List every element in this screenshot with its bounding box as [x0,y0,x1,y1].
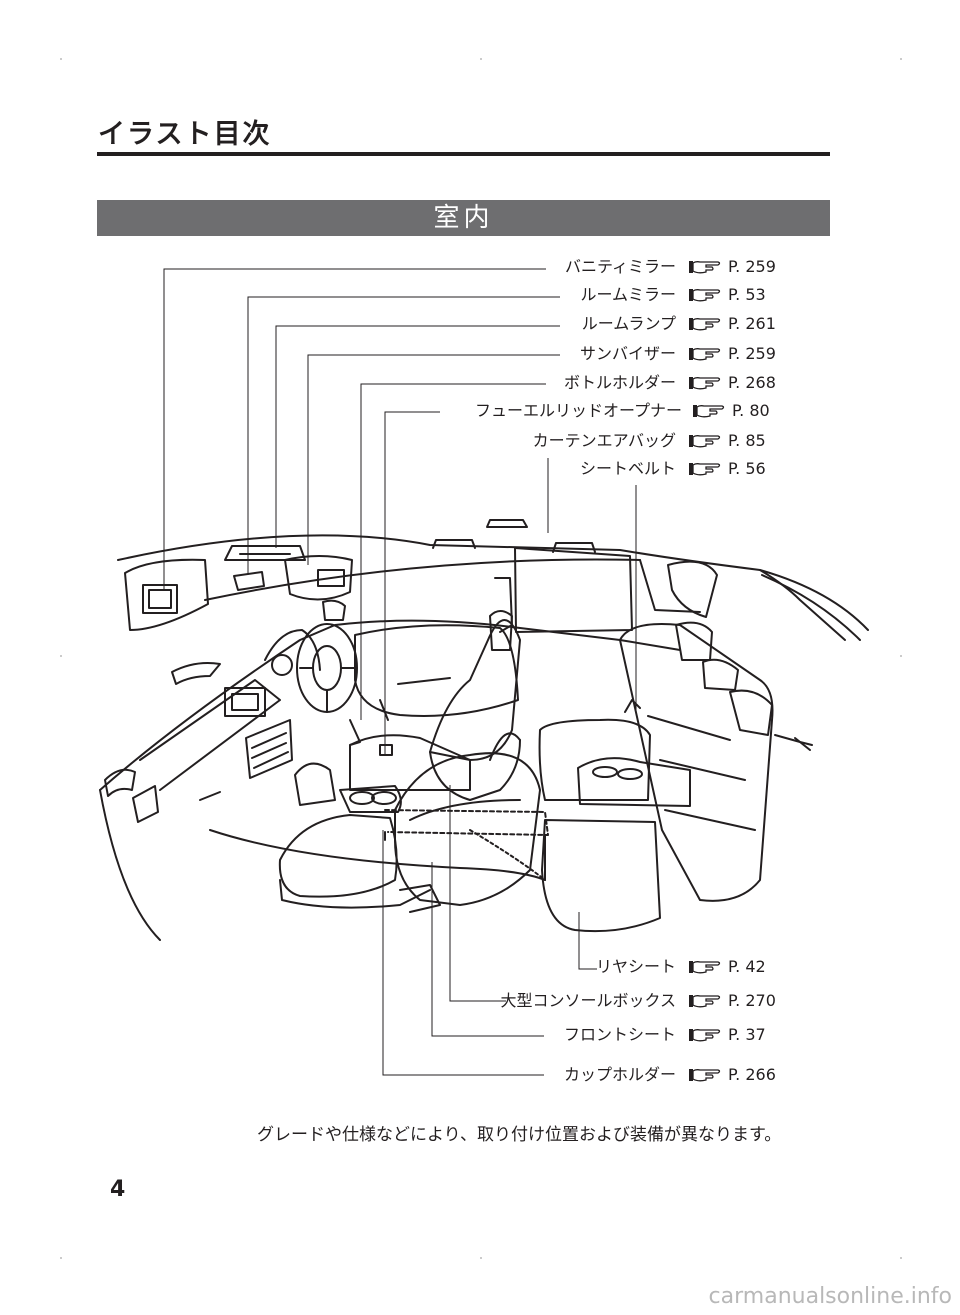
ref-room-mirror[interactable]: P. 53 [688,286,766,304]
page-ref: P. 259 [728,344,776,363]
label-room-lamp: ルームランプ [581,314,676,333]
page-ref: P. 53 [728,285,766,304]
title-rule [97,152,830,156]
page-ref: P. 42 [728,957,766,976]
page-ref: P. 266 [728,1065,776,1084]
page-ref: P. 259 [728,257,776,276]
ref-fuel-lid-opener[interactable]: P. 80 [692,402,770,420]
page-ref: P. 37 [728,1025,766,1044]
label-rear-seat: リヤシート [595,957,676,976]
label-bottle-holder: ボトルホルダー [563,373,676,392]
page-ref: P. 80 [732,401,770,420]
ref-large-console-box[interactable]: P. 270 [688,992,776,1010]
label-vanity-mirror: バニティミラー [564,257,676,276]
equipment-note: グレードや仕様などにより、取り付け位置および装備が異なります。 [257,1125,782,1145]
label-sunvisor: サンバイザー [579,344,676,363]
pointing-hand-icon [689,289,721,302]
page-ref: P. 85 [728,431,766,450]
ref-cup-holder[interactable]: P. 266 [688,1066,776,1084]
pointing-hand-icon [689,1069,721,1082]
label-room-mirror: ルームミラー [580,285,676,304]
crop-mark [60,58,62,60]
crop-mark [60,655,62,657]
page-number: 4 [110,1177,126,1202]
ref-curtain-airbag[interactable]: P. 85 [688,432,766,450]
label-seat-belt: シートベルト [579,459,676,478]
ref-front-seat[interactable]: P. 37 [688,1026,766,1044]
ref-bottle-holder[interactable]: P. 268 [688,374,776,392]
label-front-seat: フロントシート [563,1025,676,1044]
pointing-hand-icon [689,995,721,1008]
label-large-console-box: 大型コンソールボックス [500,991,676,1010]
page-ref: P. 56 [728,459,766,478]
ref-seat-belt[interactable]: P. 56 [688,460,766,478]
pointing-hand-icon [689,1029,721,1042]
pointing-hand-icon [689,318,721,331]
ref-sunvisor[interactable]: P. 259 [688,345,776,363]
page-ref: P. 261 [728,314,776,333]
label-curtain-airbag: カーテンエアバッグ [532,431,676,450]
crop-mark [480,58,482,60]
watermark: carmanualsonline.info [708,1284,952,1309]
pointing-hand-icon [689,435,721,448]
page-ref: P. 268 [728,373,776,392]
crop-mark [900,1257,902,1259]
page-ref: P. 270 [728,991,776,1010]
pointing-hand-icon [689,463,721,476]
crop-mark [60,1257,62,1259]
crop-mark [480,1257,482,1259]
ref-vanity-mirror[interactable]: P. 259 [688,258,776,276]
page-title: イラスト目次 [98,119,272,150]
pointing-hand-icon [689,261,721,274]
label-cup-holder: カップホルダー [563,1065,676,1084]
pointing-hand-icon [689,348,721,361]
ref-rear-seat[interactable]: P. 42 [688,958,766,976]
section-band: 室内 [97,200,830,236]
pointing-hand-icon [689,377,721,390]
label-fuel-lid-opener: フューエルリッドオープナー [474,401,682,420]
crop-mark [900,655,902,657]
crop-mark [900,58,902,60]
pointing-hand-icon [689,961,721,974]
ref-room-lamp[interactable]: P. 261 [688,315,776,333]
pointing-hand-icon [693,405,725,418]
